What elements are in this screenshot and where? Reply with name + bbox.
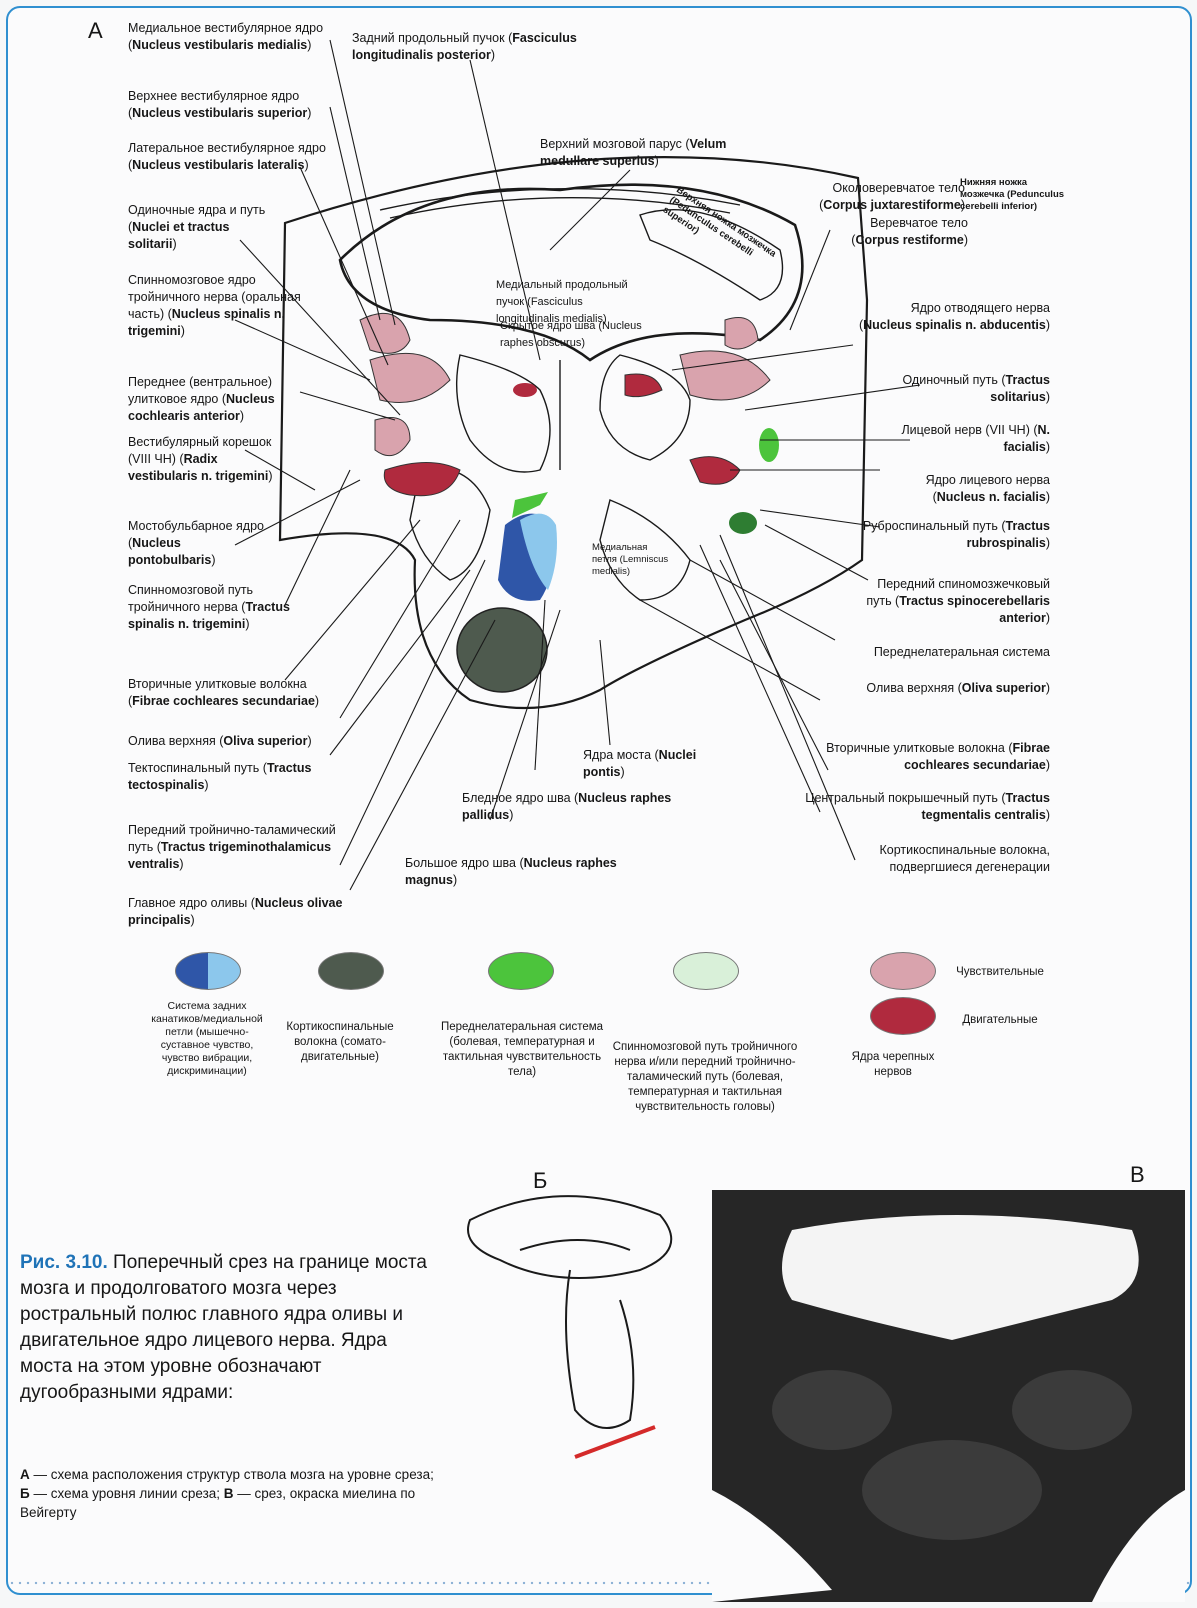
right-label-7-latin: Tractus spinocerebellaris anterior bbox=[899, 594, 1050, 625]
left-label-2-latin: Nucleus vestibularis lateralis bbox=[132, 158, 304, 172]
legend-swatch-0 bbox=[175, 952, 241, 990]
top-label-0-text: Задний продольный пучок ( bbox=[352, 31, 512, 45]
right-label-12: Кортикоспинальные волокна, подвергшиеся … bbox=[830, 842, 1050, 876]
left-label-6: Вестибулярный корешок (VIII ЧН) (Radix v… bbox=[128, 434, 278, 485]
left-label-7-latin: Nucleus pontobulbaris bbox=[128, 536, 211, 567]
right-label-1: Веревчатое тело (Corpus restiforme) bbox=[820, 215, 968, 249]
right-label-12-text: Кортикоспинальные волокна, подвергшиеся … bbox=[879, 843, 1050, 874]
panel-letter-c: В bbox=[1130, 1162, 1145, 1188]
legend-swatch-4 bbox=[870, 952, 936, 990]
left-label-12: Передний тройнично-таламический путь (Tr… bbox=[128, 822, 348, 873]
left-label-10-latin: Oliva superior bbox=[223, 734, 307, 748]
right-label-9-text: Олива верхняя ( bbox=[866, 681, 961, 695]
caption-text: Поперечный срез на границе моста мозга и… bbox=[20, 1252, 427, 1403]
right-label-10: Вторичные улитковые волокна (Fibrae coch… bbox=[800, 740, 1050, 774]
panel-letter-a: А bbox=[88, 18, 103, 44]
left-label-1-latin: Nucleus vestibularis superior bbox=[132, 106, 307, 120]
cerebellar-inferior-label: Нижняя ножка мозжечка (Pedunculus cerebe… bbox=[960, 177, 1070, 213]
legend-swatch-5 bbox=[870, 997, 936, 1035]
left-label-5: Переднее (вентральное) улитковое ядро (N… bbox=[128, 374, 318, 425]
right-label-2-latin: Nucleus spinalis n. abducentis bbox=[863, 318, 1046, 332]
right-label-8: Переднелатеральная система bbox=[830, 644, 1050, 661]
right-label-2: Ядро отводящего нерва (Nucleus spinalis … bbox=[855, 300, 1050, 334]
weigert-stain-photo bbox=[712, 1190, 1185, 1602]
center-label-2: Ядра моста (Nuclei pontis) bbox=[583, 747, 723, 781]
left-label-1: Верхнее вестибулярное ядро (Nucleus vest… bbox=[128, 88, 353, 122]
right-label-5: Ядро лицевого нерва (Nucleus n. facialis… bbox=[880, 472, 1050, 506]
top-label-1: Верхний мозговой парус (Velum medullare … bbox=[540, 136, 780, 170]
center-label-1: Скрытое ядро шва (Nucleus raphes obscuru… bbox=[500, 318, 670, 352]
center-label-2-text: Ядра моста ( bbox=[583, 748, 659, 762]
lemniscus-label: Медиальная петля (Lemniscus medialis) bbox=[592, 542, 672, 578]
center-label-4-text: Большое ядро шва ( bbox=[405, 856, 524, 870]
level-diagram bbox=[468, 1196, 671, 1457]
left-label-9-latin: Fibrae cochleares secundariae bbox=[132, 694, 315, 708]
right-label-4-text: Лицевой нерв (VII ЧН) ( bbox=[901, 423, 1037, 437]
left-label-7: Мостобульбарное ядро (Nucleus pontobulba… bbox=[128, 518, 268, 569]
right-label-3: Одиночный путь (Tractus solitarius) bbox=[900, 372, 1050, 406]
legend-label-6: Ядра черепных нервов bbox=[838, 1050, 948, 1080]
center-label-3-text: Бледное ядро шва ( bbox=[462, 791, 578, 805]
center-label-4: Большое ядро шва (Nucleus raphes magnus) bbox=[405, 855, 625, 889]
legend-label-3: Спинномозговой путь тройничного нерва и/… bbox=[600, 1040, 810, 1115]
legend-label-4: Чувствительные bbox=[940, 965, 1060, 980]
top-label-1-text: Верхний мозговой парус ( bbox=[540, 137, 690, 151]
left-label-2: Латеральное вестибулярное ядро (Nucleus … bbox=[128, 140, 333, 174]
panel-letter-b: Б bbox=[533, 1168, 547, 1194]
legend-swatch-1 bbox=[318, 952, 384, 990]
right-label-6: Руброспинальный путь (Tractus rubrospina… bbox=[860, 518, 1050, 552]
cut-line bbox=[575, 1427, 655, 1457]
left-label-3-latin: Nuclei et tractus solitarii bbox=[128, 220, 229, 251]
right-label-11: Центральный покрышечный путь (Tractus te… bbox=[800, 790, 1050, 824]
left-label-11: Тектоспинальный путь (Tractus tectospina… bbox=[128, 760, 328, 794]
left-label-9: Вторичные улитковые волокна (Fibrae coch… bbox=[128, 676, 338, 710]
figure-caption: Рис. 3.10. Поперечный срез на границе мо… bbox=[20, 1250, 435, 1406]
caption-item-0: А — схема расположения структур ствола м… bbox=[20, 1467, 434, 1482]
center-label-3: Бледное ядро шва (Nucleus raphes pallidu… bbox=[462, 790, 702, 824]
left-label-10: Олива верхняя (Oliva superior) bbox=[128, 733, 358, 750]
left-label-8: Спинномозговой путь тройничного нерва (T… bbox=[128, 582, 298, 633]
right-label-9: Олива верхняя (Oliva superior) bbox=[820, 680, 1050, 697]
section-outline bbox=[280, 157, 867, 708]
legend-label-5: Двигательные bbox=[940, 1013, 1060, 1028]
right-label-0: Околоверевчатое тело (Corpus juxtarestif… bbox=[785, 180, 965, 214]
right-label-7: Передний спиномозжечковый путь (Tractus … bbox=[850, 576, 1050, 627]
right-label-8-text: Переднелатеральная система bbox=[874, 645, 1050, 659]
right-label-3-text: Одиночный путь ( bbox=[902, 373, 1005, 387]
legend-label-2: Переднелатеральная система (болевая, тем… bbox=[432, 1020, 612, 1080]
right-label-6-text: Руброспинальный путь ( bbox=[863, 519, 1006, 533]
legend-swatch-3 bbox=[673, 952, 739, 990]
right-label-5-latin: Nucleus n. facialis bbox=[937, 490, 1046, 504]
top-label-0: Задний продольный пучок (Fasciculus long… bbox=[352, 30, 652, 64]
left-label-10-text: Олива верхняя ( bbox=[128, 734, 223, 748]
left-label-4: Спинномозговое ядро тройничного нерва (о… bbox=[128, 272, 308, 340]
right-label-4: Лицевой нерв (VII ЧН) (N. facialis) bbox=[880, 422, 1050, 456]
left-label-0-latin: Nucleus vestibularis medialis bbox=[132, 38, 307, 52]
center-label-1-text: Скрытое ядро шва (Nucleus raphes obscuru… bbox=[500, 320, 642, 349]
right-label-11-text: Центральный покрышечный путь ( bbox=[805, 791, 1005, 805]
left-label-0: Медиальное вестибулярное ядро (Nucleus v… bbox=[128, 20, 333, 54]
right-label-10-text: Вторичные улитковые волокна ( bbox=[826, 741, 1012, 755]
legend-label-0: Система задних канатиков/медиальной петл… bbox=[142, 1000, 272, 1078]
left-label-3: Одиночные ядра и путь (Nuclei et tractus… bbox=[128, 202, 278, 253]
right-label-0-latin: Corpus juxtarestiforme bbox=[823, 198, 961, 212]
legend-swatch-2 bbox=[488, 952, 554, 990]
left-label-11-text: Тектоспинальный путь ( bbox=[128, 761, 267, 775]
right-label-1-latin: Corpus restiforme bbox=[855, 233, 963, 247]
legend-label-1: Кортикоспинальные волокна (сомато-двигат… bbox=[265, 1020, 415, 1065]
right-label-9-latin: Oliva superior bbox=[962, 681, 1046, 695]
left-label-13-text: Главное ядро оливы ( bbox=[128, 896, 255, 910]
left-label-13: Главное ядро оливы (Nucleus olivae princ… bbox=[128, 895, 398, 929]
caption-item-1: Б — схема уровня линии среза; bbox=[20, 1486, 224, 1501]
left-label-8-text: Спинномозговой путь тройничного нерва ( bbox=[128, 583, 253, 614]
caption-number: Рис. 3.10. bbox=[20, 1252, 108, 1273]
caption-items: А — схема расположения структур ствола м… bbox=[20, 1465, 440, 1522]
